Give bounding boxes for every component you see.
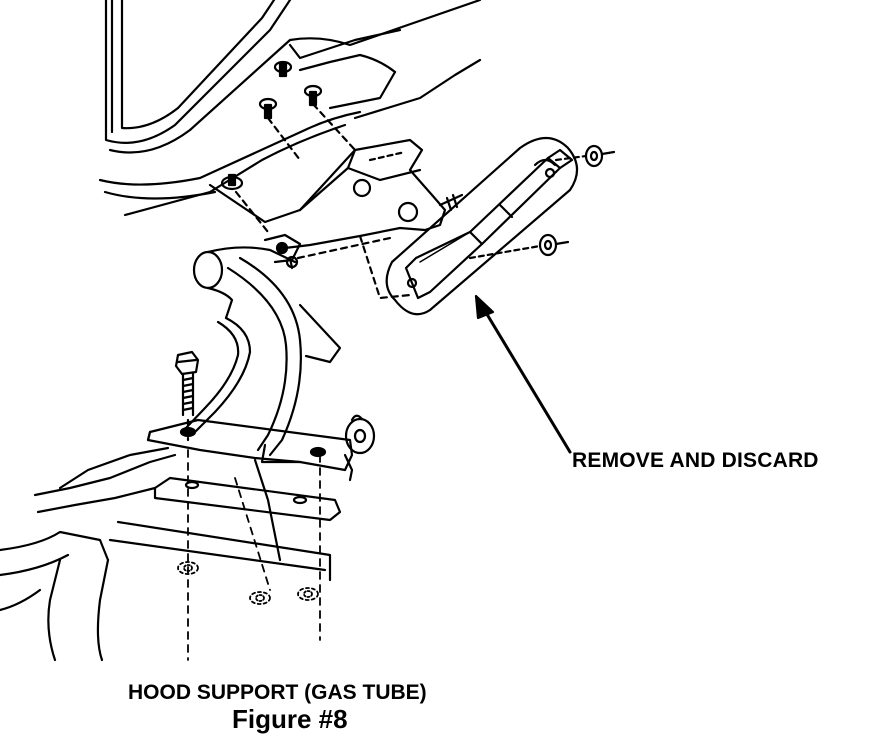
alignment-lines <box>187 449 321 661</box>
callout-arrow <box>474 294 572 454</box>
hinge-pivot <box>184 233 392 457</box>
callout-label: REMOVE AND DISCARD <box>572 449 819 472</box>
hood-panel <box>98 0 482 217</box>
figure-number: Figure #8 <box>232 704 348 734</box>
mounting-bolt <box>174 350 200 442</box>
fender-panel <box>0 446 332 662</box>
hinge-arm <box>208 138 464 300</box>
weld-nuts <box>177 561 319 605</box>
figure-caption-title: HOOD SUPPORT (GAS TUBE) <box>128 681 427 704</box>
gas-tube-strut <box>385 136 616 316</box>
base-plate <box>146 414 376 522</box>
